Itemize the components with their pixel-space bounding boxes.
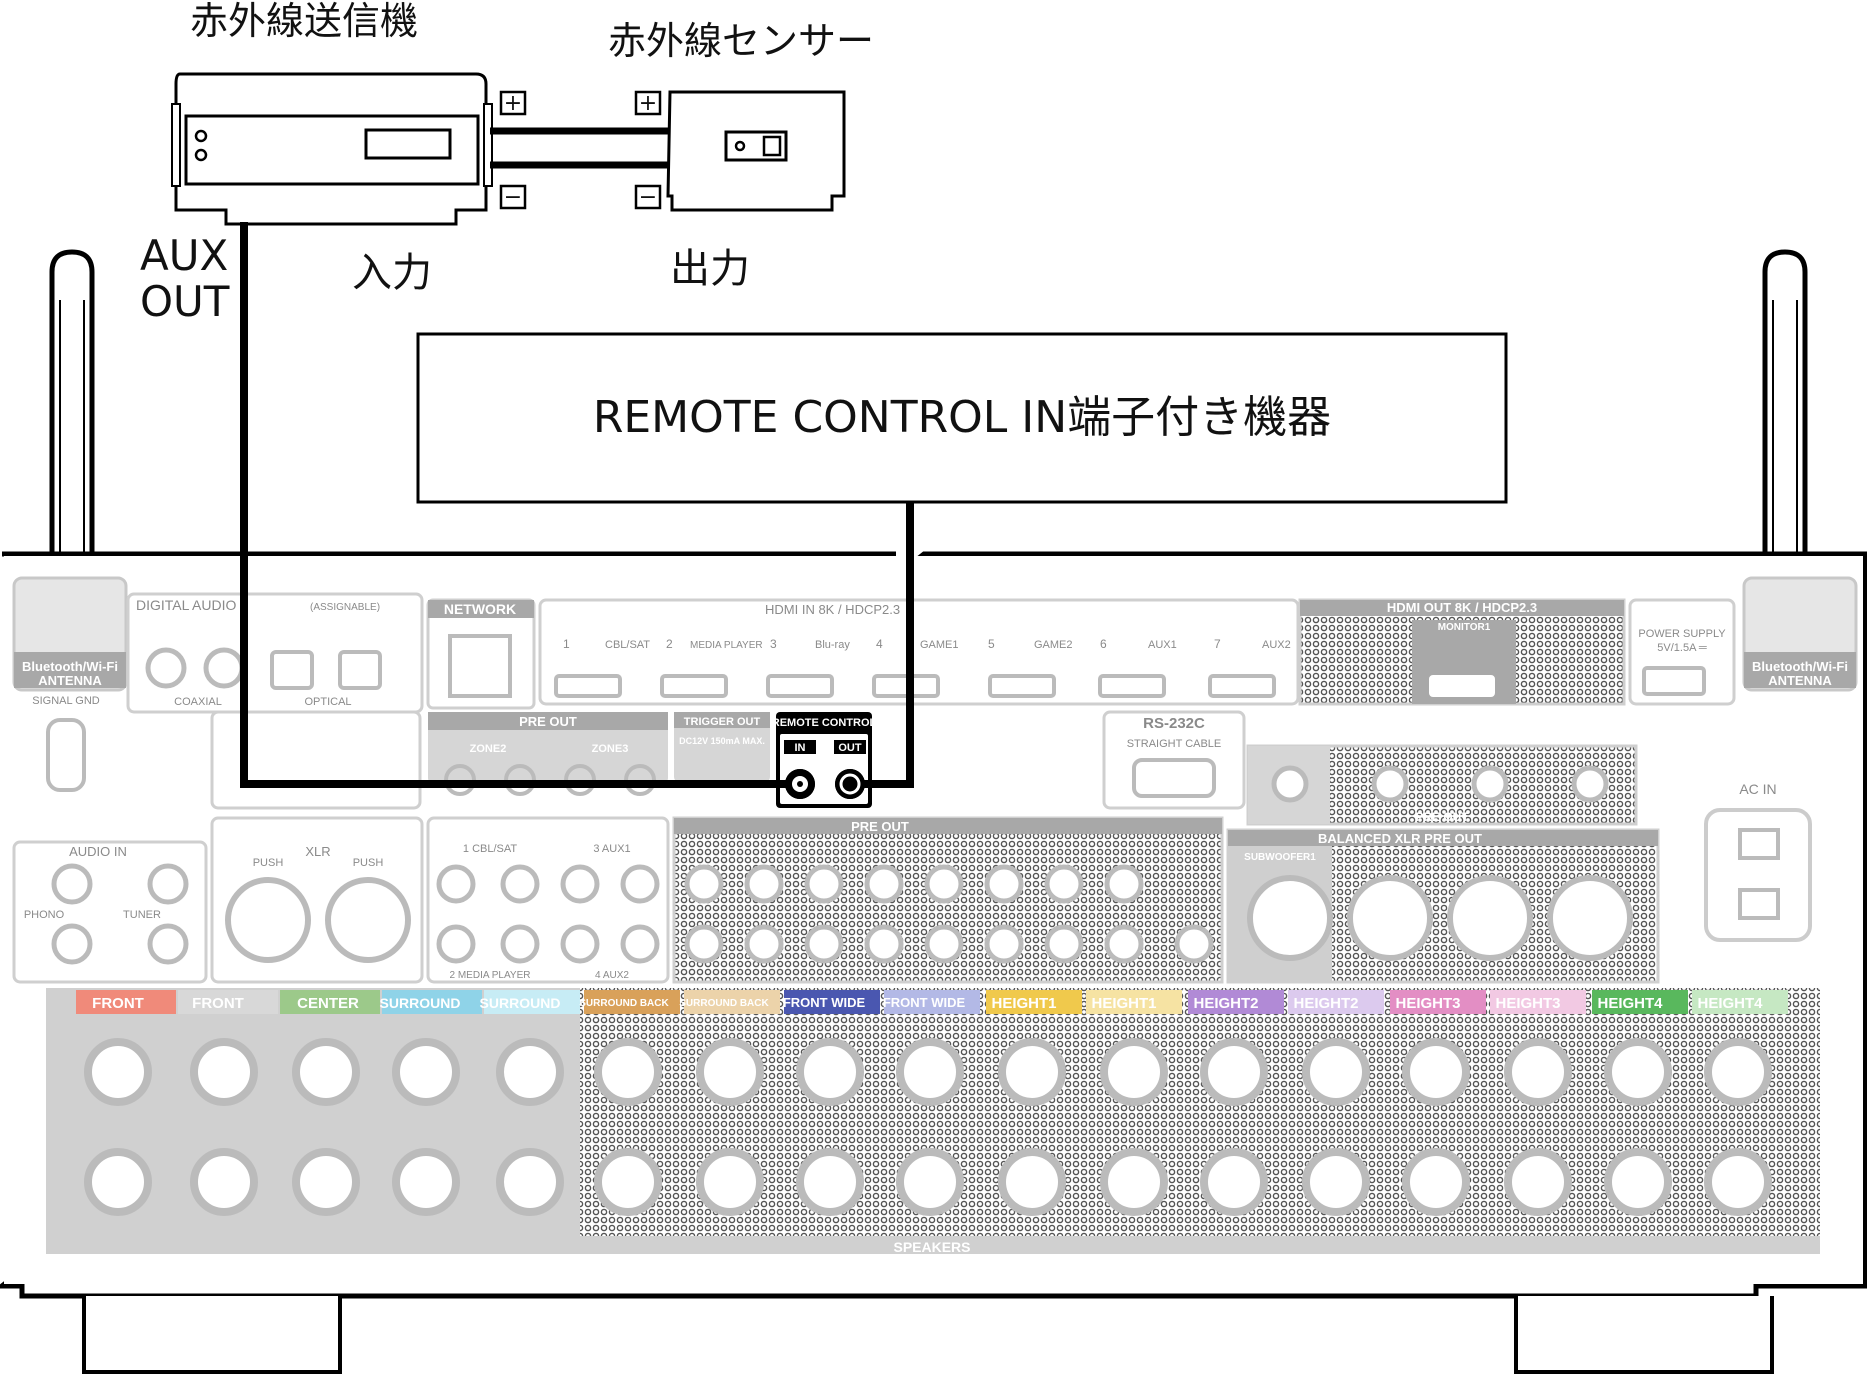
svg-text:+: + <box>504 91 522 116</box>
power-supply-label-1: POWER SUPPLY <box>1638 628 1726 640</box>
digital-audio-label: DIGITAL AUDIO <box>136 597 236 613</box>
hdmi-in-game1: GAME1 <box>920 639 959 651</box>
speaker-label-height2-r: HEIGHT2 <box>1193 995 1258 1012</box>
speaker-label-surround-l: SURROUND <box>480 995 561 1011</box>
pre-out-jacks <box>684 864 1214 964</box>
input-label: 入力 <box>352 250 432 296</box>
ac-in-label: AC IN <box>1739 781 1776 797</box>
speaker-label-height2-l: HEIGHT2 <box>1293 995 1358 1012</box>
analog-in-2: 2 MEDIA PLAYER <box>450 970 531 981</box>
hdmi-in-2: 2 <box>666 637 673 651</box>
speaker-label-center: CENTER <box>297 995 359 1012</box>
right-antenna <box>1762 249 1808 563</box>
ir-sensor-title: 赤外線センサー <box>608 19 874 63</box>
xlr-subwoofer1-label: SUBWOOFER1 <box>1244 852 1316 863</box>
speaker-label-front-r: FRONT <box>92 995 144 1012</box>
speaker-terminals <box>84 1038 1772 1216</box>
hdmi-in-7: 7 <box>1214 637 1221 651</box>
speaker-label-height4-r: HEIGHT4 <box>1597 995 1663 1012</box>
audio-in-label: AUDIO IN <box>69 844 127 859</box>
phono-label: PHONO <box>24 909 65 921</box>
remote-control-in-device: REMOTE CONTROL IN端子付き機器 <box>416 332 1508 504</box>
plus-icon: + <box>499 90 527 116</box>
hdmi-in-3: 3 <box>770 637 777 651</box>
speaker-label-height3-l: HEIGHT3 <box>1495 995 1560 1012</box>
speaker-label-height3-r: HEIGHT3 <box>1395 995 1460 1012</box>
tuner-label: TUNER <box>123 909 161 921</box>
rc-in-label: IN <box>795 742 806 754</box>
subwoofer-pre-out-label: PRE OUT <box>1415 810 1469 824</box>
hdmi-in-6: 6 <box>1100 637 1107 651</box>
hdmi-in-aux1: AUX1 <box>1148 639 1177 651</box>
pre-out-zone-label: PRE OUT <box>519 714 577 729</box>
push-label-left: PUSH <box>253 857 284 869</box>
bt-antenna-right-label-2: ANTENNA <box>1768 673 1832 688</box>
minus-icon: − <box>499 184 527 210</box>
plus-icon: + <box>634 90 662 116</box>
hdmi-in-cbl-sat: CBL/SAT <box>605 639 650 651</box>
analog-in-1: 1 CBL/SAT <box>463 843 517 855</box>
assignable-label: (ASSIGNABLE) <box>310 602 380 613</box>
zone3-label: ZONE3 <box>592 743 629 755</box>
av-receiver-rear-panel: Bluetooth/Wi-Fi ANTENNA Bluetooth/Wi-Fi … <box>0 249 1867 1374</box>
balanced-xlr-label: BALANCED XLR PRE OUT <box>1318 831 1482 846</box>
cables <box>240 222 914 799</box>
trigger-out-label: TRIGGER OUT <box>684 716 761 728</box>
speaker-label-front-wide-l: FRONT WIDE <box>883 995 966 1010</box>
bt-antenna-right-label-1: Bluetooth/Wi-Fi <box>1752 659 1848 674</box>
power-supply-label-2: 5V/1.5A ═ <box>1657 642 1707 654</box>
speaker-label-surround-r: SURROUND <box>380 995 461 1011</box>
ir-transmitter-device <box>171 72 493 226</box>
speakers-label: SPEAKERS <box>893 1239 970 1255</box>
aux-out-label-line1: AUX <box>140 231 228 280</box>
speaker-label-surround-back-r: SURROUND BACK <box>579 998 669 1009</box>
aux-out-label-line2: OUT <box>140 277 230 326</box>
ir-sensor-device <box>666 90 846 212</box>
network-label: NETWORK <box>444 601 516 617</box>
svg-text:+: + <box>639 91 657 116</box>
pre-out-main-label: PRE OUT <box>851 819 909 834</box>
speaker-label-height1-r: HEIGHT1 <box>991 995 1056 1012</box>
hdmi-in-1: 1 <box>563 637 570 651</box>
trigger-spec-label: DC12V 150mA MAX. <box>679 736 765 746</box>
speaker-label-height1-l: HEIGHT1 <box>1091 995 1156 1012</box>
remote-control-label: REMOTE CONTROL <box>772 717 877 729</box>
hdmi-in-4: 4 <box>876 637 883 651</box>
speaker-label-height4-l: HEIGHT4 <box>1697 995 1763 1012</box>
optical-label: OPTICAL <box>304 696 351 708</box>
speaker-label-front-wide-r: FRONT WIDE <box>783 995 866 1010</box>
coaxial-label: COAXIAL <box>174 696 222 708</box>
svg-text:−: − <box>639 185 657 210</box>
speaker-label-surround-back-l: SURROUND BACK <box>679 998 769 1009</box>
hdmi-in-blu-ray: Blu-ray <box>815 639 850 651</box>
zone2-label: ZONE2 <box>470 743 507 755</box>
speaker-label-strip: FRONT FRONT CENTER SURROUND SURROUND SUR… <box>76 990 1788 1014</box>
bt-antenna-left-label-1: Bluetooth/Wi-Fi <box>22 659 118 674</box>
straight-cable-label: STRAIGHT CABLE <box>1127 738 1222 750</box>
left-antenna <box>49 249 95 563</box>
hdmi-in-label: HDMI IN 8K / HDCP2.3 <box>765 602 900 617</box>
analog-in-4: 4 AUX2 <box>595 970 629 981</box>
rs232c-label: RS-232C <box>1143 715 1205 732</box>
analog-in-3: 3 AUX1 <box>593 843 630 855</box>
hdmi-out-monitor1: MONITOR1 <box>1438 622 1491 633</box>
svg-text:−: − <box>504 185 522 210</box>
hdmi-out-label: HDMI OUT 8K / HDCP2.3 <box>1387 600 1537 615</box>
hdmi-in-media-player: MEDIA PLAYER <box>690 640 763 651</box>
signal-gnd-label: SIGNAL GND <box>32 695 99 707</box>
output-label: 出力 <box>670 246 750 292</box>
push-label-right: PUSH <box>353 857 384 869</box>
bt-antenna-left-label-2: ANTENNA <box>38 673 102 688</box>
ir-transmitter-title: 赤外線送信機 <box>190 0 418 43</box>
xlr-label: XLR <box>305 844 330 859</box>
hdmi-in-aux2: AUX2 <box>1262 639 1291 651</box>
speaker-label-front-l: FRONT <box>192 995 244 1012</box>
hdmi-in-5: 5 <box>988 637 995 651</box>
minus-icon: − <box>634 184 662 210</box>
hdmi-in-ports <box>554 674 1276 698</box>
hdmi-in-game2: GAME2 <box>1034 639 1073 651</box>
remote-device-label: REMOTE CONTROL IN端子付き機器 <box>593 392 1331 443</box>
rc-out-label: OUT <box>838 742 862 754</box>
